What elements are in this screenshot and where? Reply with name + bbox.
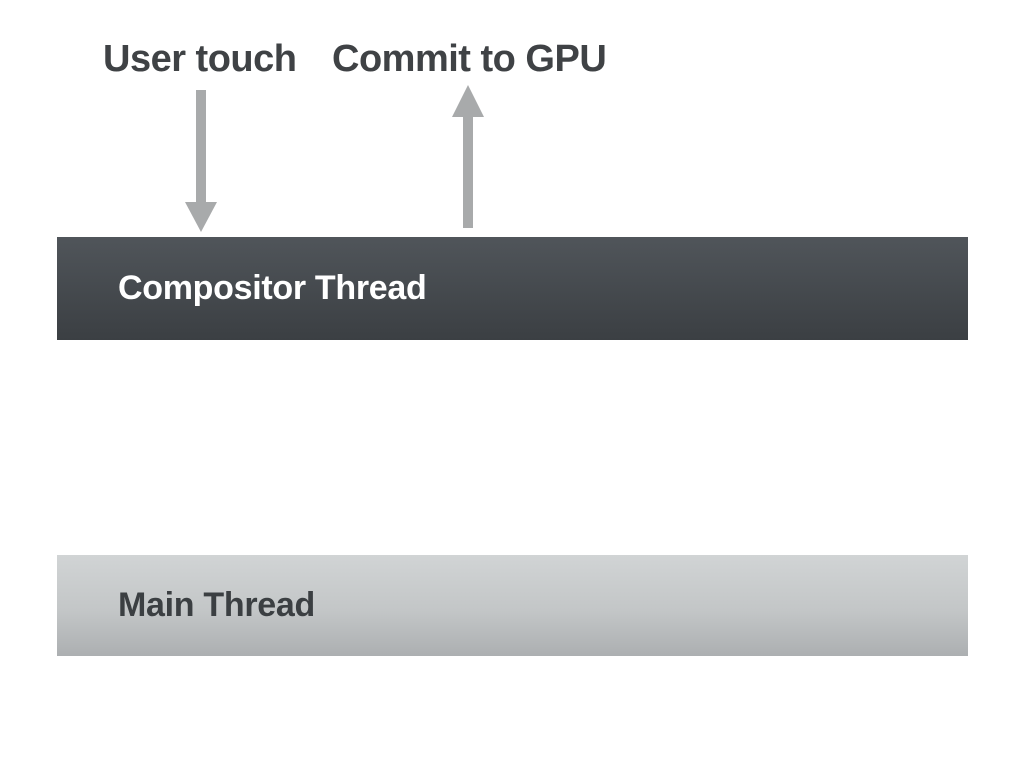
arrow-down-icon xyxy=(185,90,217,232)
main-thread-label: Main Thread xyxy=(118,586,315,624)
annotation-commit-to-gpu: Commit to GPU xyxy=(332,38,607,80)
arrow-up-head xyxy=(452,85,484,117)
arrow-up-icon xyxy=(452,85,484,228)
arrow-down-shaft xyxy=(196,90,206,204)
main-thread-bar: Main Thread xyxy=(57,555,968,656)
compositor-thread-label: Compositor Thread xyxy=(118,269,427,307)
arrow-down-head xyxy=(185,202,217,232)
arrow-up-shaft xyxy=(463,116,473,228)
compositor-thread-bar: Compositor Thread xyxy=(57,237,968,340)
annotation-user-touch: User touch xyxy=(103,38,297,80)
